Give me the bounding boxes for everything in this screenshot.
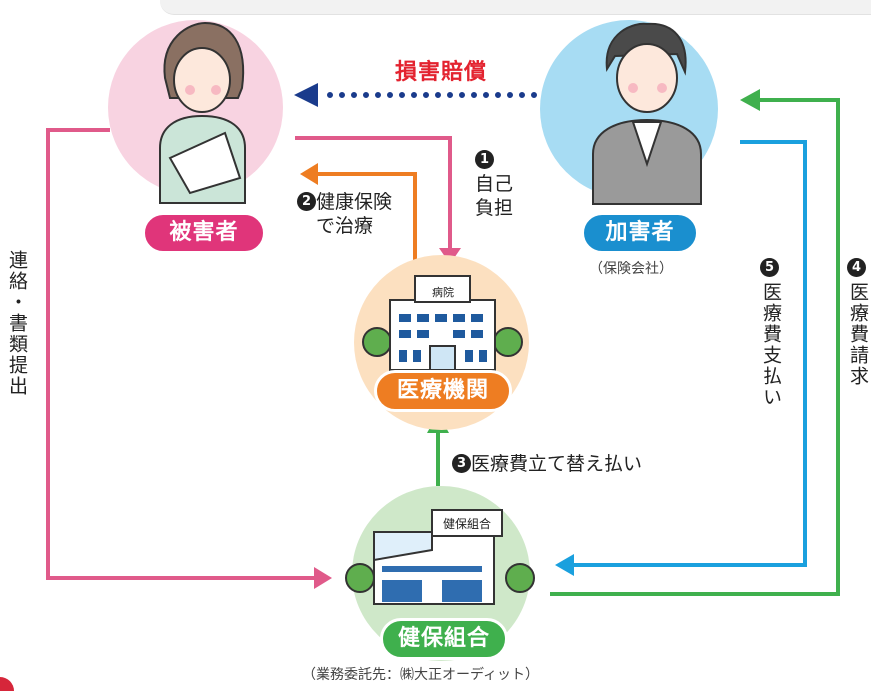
treatment-text-2: で治療 bbox=[316, 215, 374, 237]
damages-arrow bbox=[294, 83, 573, 107]
assailant-label: 加害者 bbox=[581, 212, 699, 254]
hospital-sign: 病院 bbox=[432, 285, 454, 299]
payment-label: 医療費支払い bbox=[760, 282, 782, 408]
assailant-illustration bbox=[592, 22, 702, 205]
self-pay-text: 自己負担 bbox=[475, 173, 514, 219]
top-frame bbox=[160, 0, 871, 15]
self-pay-label: 1 自己負担 bbox=[475, 148, 523, 220]
contact-arrow bbox=[46, 128, 332, 589]
payment-arrow bbox=[555, 140, 807, 576]
step-2-badge: 2 bbox=[297, 191, 316, 211]
claim-label: 医療費請求 bbox=[847, 282, 869, 387]
hospital-illustration: 病院 bbox=[362, 275, 523, 371]
hospital-label: 医療機関 bbox=[374, 370, 512, 412]
victim-illustration bbox=[159, 21, 246, 204]
damages-label: 損害賠償 bbox=[395, 60, 488, 85]
victim-label: 被害者 bbox=[142, 212, 266, 254]
union-illustration: 健保組合 bbox=[345, 509, 535, 605]
treatment-arrow bbox=[300, 163, 417, 268]
reimburse-text: 医療費立て替え払い bbox=[471, 453, 643, 475]
step-5-badge: 5 bbox=[760, 258, 779, 277]
union-contractor-note: （業務委託先：㈱大正オーディット） bbox=[302, 667, 540, 683]
assailant-insurer-note: （保険会社） bbox=[589, 261, 673, 277]
step-3-badge: 3 bbox=[452, 453, 471, 473]
step-4-badge: 4 bbox=[847, 258, 866, 277]
claim-arrow bbox=[550, 89, 840, 596]
union-sign: 健保組合 bbox=[443, 516, 491, 531]
step-1-badge: 1 bbox=[475, 149, 494, 169]
treatment-text-1: 健康保険 bbox=[316, 191, 393, 213]
union-label: 健保組合 bbox=[380, 618, 508, 660]
contact-label: 連絡・書類提出 bbox=[6, 250, 28, 397]
